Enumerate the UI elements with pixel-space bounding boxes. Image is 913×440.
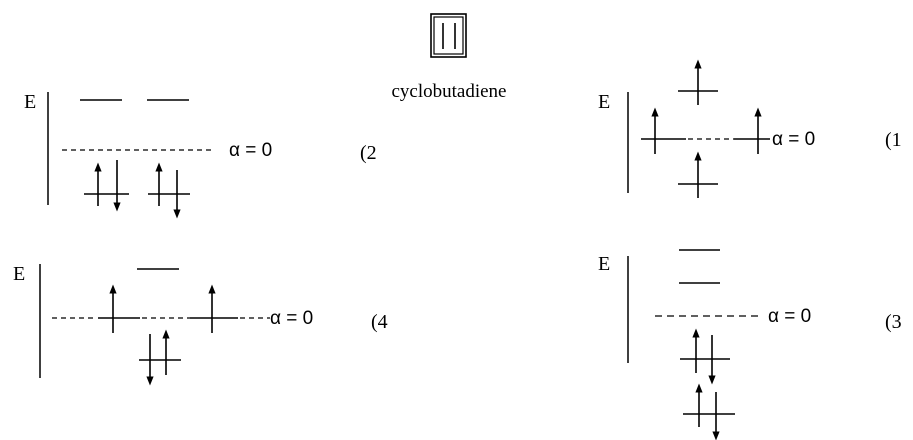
energy-axis-label: E <box>598 91 610 113</box>
option-3-diagram[interactable]: E α = 0 (3 <box>598 249 902 440</box>
energy-axis-label: E <box>13 263 25 285</box>
alpha-zero-label: α = 0 <box>270 308 313 329</box>
energy-axis-label: E <box>24 91 36 113</box>
option-label: (1 <box>885 129 902 151</box>
option-label: (2 <box>360 142 377 164</box>
option-label: (3 <box>885 311 902 333</box>
energy-axis-label: E <box>598 253 610 275</box>
molecule-name: cyclobutadiene <box>391 81 506 102</box>
option-4-diagram[interactable]: E α = 0 (4 <box>13 263 388 386</box>
cyclobutadiene-structure-icon <box>430 13 467 58</box>
option-label: (4 <box>371 311 388 333</box>
alpha-zero-label: α = 0 <box>229 140 272 161</box>
option-1-diagram[interactable]: E α = 0 (1 <box>598 59 902 198</box>
option-2-diagram[interactable]: E α = 0 (2 <box>24 91 377 219</box>
alpha-zero-label: α = 0 <box>768 306 811 327</box>
alpha-zero-label: α = 0 <box>772 129 815 150</box>
